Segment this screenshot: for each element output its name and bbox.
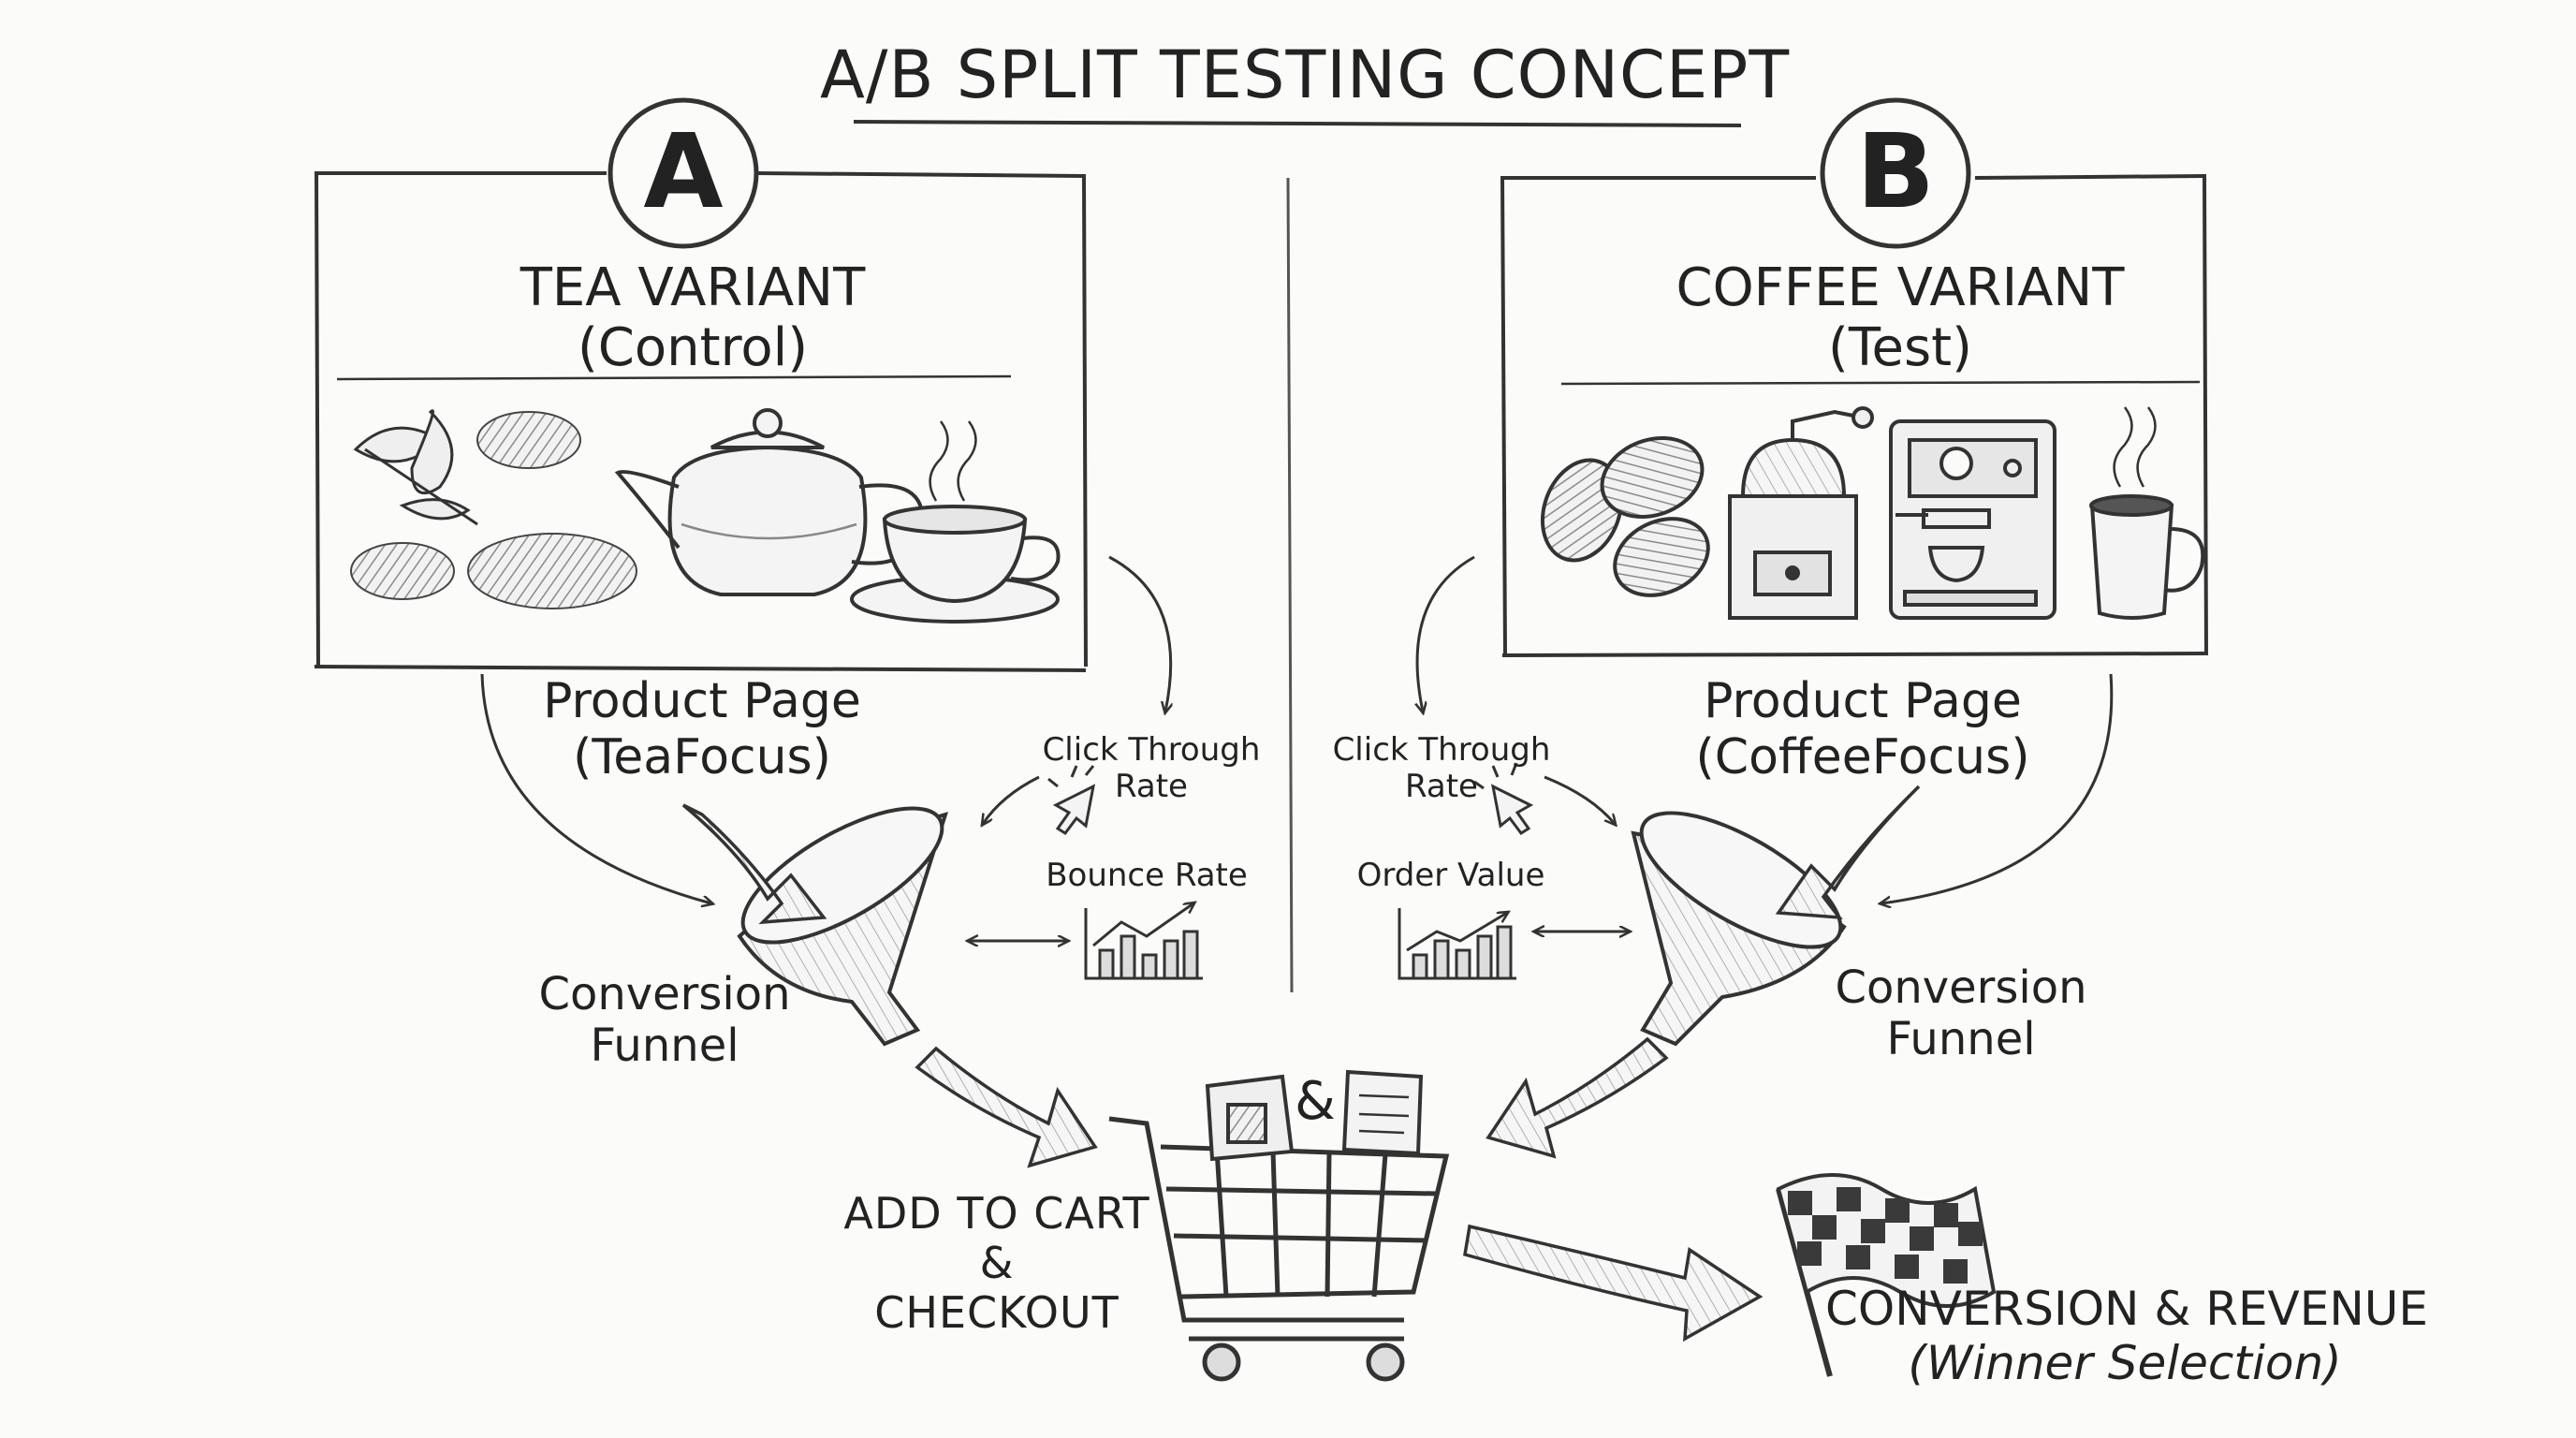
- cart-ampersand: &: [1295, 1071, 1336, 1132]
- variant-a-badge-letter: A: [643, 111, 724, 231]
- variant-a-metric-ctr-line2: Rate: [1115, 768, 1188, 806]
- add-to-cart-line3: CHECKOUT: [874, 1286, 1120, 1338]
- variant-a-subtitle: (Control): [577, 317, 809, 379]
- variant-b-funnel-label: Conversion Funnel: [1821, 961, 2101, 1066]
- variant-b-funnel-label-line2: Funnel: [1886, 1013, 2036, 1066]
- variant-a-product-page-label: Product Page: [543, 673, 861, 729]
- teapot-icon: [614, 408, 925, 596]
- variant-b-subtitle: (Test): [1828, 317, 1972, 379]
- coffee-grinder-icon: [1728, 406, 1874, 620]
- center-divider: [1286, 177, 1294, 993]
- cursor-click-icon-a: [1047, 765, 1096, 836]
- loose-tea-icon: [350, 411, 637, 609]
- variant-a-funnel-label-line2: Funnel: [590, 1020, 739, 1073]
- variant-b-metric-ctr-line2: Rate: [1405, 768, 1478, 806]
- variant-a-funnel-label: Conversion Funnel: [524, 968, 805, 1073]
- variant-b-badge-letter: B: [1856, 111, 1935, 231]
- variant-b-name: COFFEE VARIANT: [1676, 257, 2125, 318]
- variant-a-badge-circle: [607, 97, 759, 249]
- variant-a-product-page-sub: (TeaFocus): [573, 728, 831, 785]
- variant-a-product-page: Product Page (TeaFocus): [496, 673, 908, 786]
- coffee-mug-icon: [2089, 406, 2205, 620]
- bounce-rate-chart-icon: [1084, 903, 1203, 980]
- variant-a-name: TEA VARIANT: [520, 257, 866, 318]
- variant-a-metric-bounce: Bounce Rate: [1046, 857, 1248, 894]
- variant-a-title: TEA VARIANT (Control): [412, 257, 973, 379]
- variant-b-product-page: Product Page (CoffeeFocus): [1657, 673, 2069, 786]
- variant-b-metric-ctr: Click Through Rate: [1329, 731, 1554, 806]
- add-to-cart-line1: ADD TO CART: [843, 1188, 1150, 1239]
- tea-bag-product-icon: [1205, 1074, 1295, 1162]
- title-underline: [853, 120, 1742, 127]
- variant-a-frame: [314, 170, 1088, 672]
- coffee-box-product-icon: [1341, 1069, 1424, 1156]
- thin-arrows: [480, 555, 2114, 941]
- big-arrows: [681, 785, 1921, 1343]
- variant-b-title: COFFEE VARIANT (Test): [1610, 257, 2190, 379]
- variant-a-funnel-label-line1: Conversion: [538, 968, 791, 1020]
- add-to-cart-label: ADD TO CART & CHECKOUT: [824, 1189, 1170, 1338]
- coffee-beans-icon: [1540, 435, 1710, 597]
- add-to-cart-line2: &: [979, 1237, 1015, 1288]
- order-value-chart-icon: [1398, 908, 1516, 980]
- variant-b-product-page-sub: (CoffeeFocus): [1695, 728, 2030, 785]
- variant-a-metric-ctr: Click Through Rate: [1039, 731, 1264, 806]
- variant-b-funnel-label-line1: Conversion: [1835, 961, 2087, 1014]
- result-label: CONVERSION & REVENUE (Winner Selection): [1825, 1282, 2428, 1390]
- espresso-machine-icon: [1889, 419, 2056, 620]
- page-title: A/B SPLIT TESTING CONCEPT: [820, 37, 1791, 113]
- variant-b-product-page-label: Product Page: [1704, 673, 2022, 729]
- tea-leaves-icon: [353, 409, 478, 526]
- cursor-click-icon-b: [1473, 762, 1534, 836]
- result-subtitle: (Winner Selection): [1908, 1335, 2342, 1390]
- variant-b-metric-order-value: Order Value: [1356, 857, 1545, 894]
- variant-b-metric-ctr-line1: Click Through: [1332, 731, 1551, 769]
- variant-b-frame: [1500, 173, 2208, 657]
- shopping-cart-icon: [1108, 1116, 1450, 1382]
- checkered-flag-icon: [1776, 1173, 1997, 1377]
- variant-b-badge-circle: [1820, 97, 1971, 249]
- tea-cup-icon: [850, 420, 1061, 624]
- result-title: CONVERSION & REVENUE: [1825, 1282, 2428, 1336]
- variant-a-metric-ctr-line1: Click Through: [1042, 731, 1261, 769]
